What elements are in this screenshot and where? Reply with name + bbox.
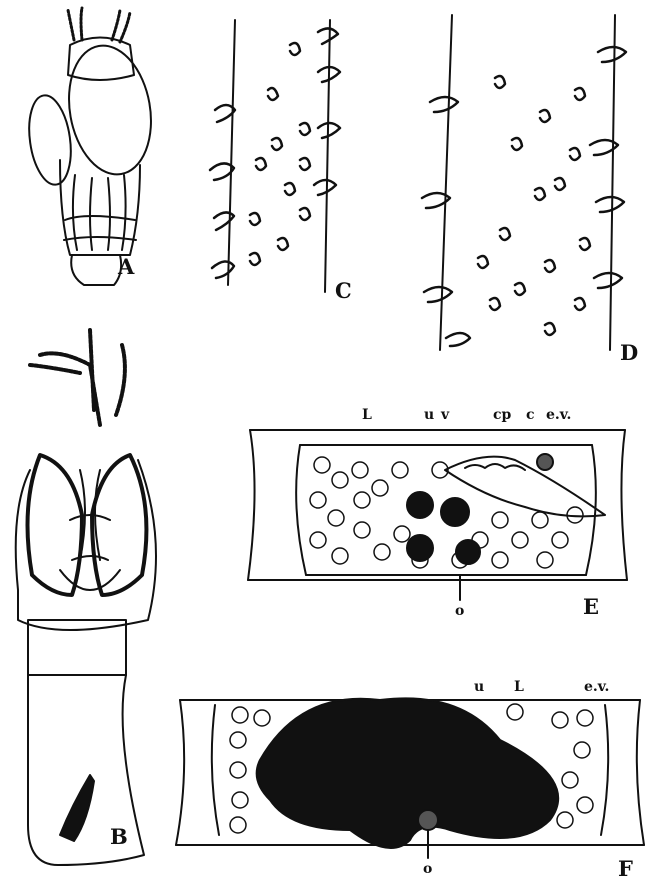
label-f-u: u bbox=[474, 680, 484, 694]
panel-label-b: B bbox=[110, 826, 128, 847]
label-e-ev: e.v. bbox=[546, 408, 571, 422]
label-f-l: L bbox=[514, 680, 524, 694]
label-e-l: L bbox=[362, 408, 372, 422]
panel-f-drawing bbox=[176, 698, 644, 858]
panel-b-drawing bbox=[16, 330, 156, 865]
label-e-cp: cp bbox=[493, 408, 511, 422]
label-f-ev: e.v. bbox=[584, 680, 609, 694]
panel-e-drawing bbox=[248, 430, 627, 600]
label-f-o: o bbox=[423, 862, 432, 876]
panel-label-c: C bbox=[335, 280, 352, 301]
panel-label-d: D bbox=[620, 342, 638, 363]
label-e-u: u bbox=[424, 408, 434, 422]
label-e-v: v bbox=[441, 408, 449, 422]
panel-d-drawing bbox=[422, 15, 626, 350]
label-e-o: o bbox=[455, 604, 464, 618]
panel-a-drawing bbox=[24, 8, 161, 285]
panel-label-e: E bbox=[583, 596, 599, 617]
panel-label-a: A bbox=[118, 256, 134, 277]
panel-c-drawing bbox=[210, 20, 340, 292]
panel-label-f: F bbox=[618, 858, 633, 879]
label-e-c: c bbox=[526, 408, 535, 422]
